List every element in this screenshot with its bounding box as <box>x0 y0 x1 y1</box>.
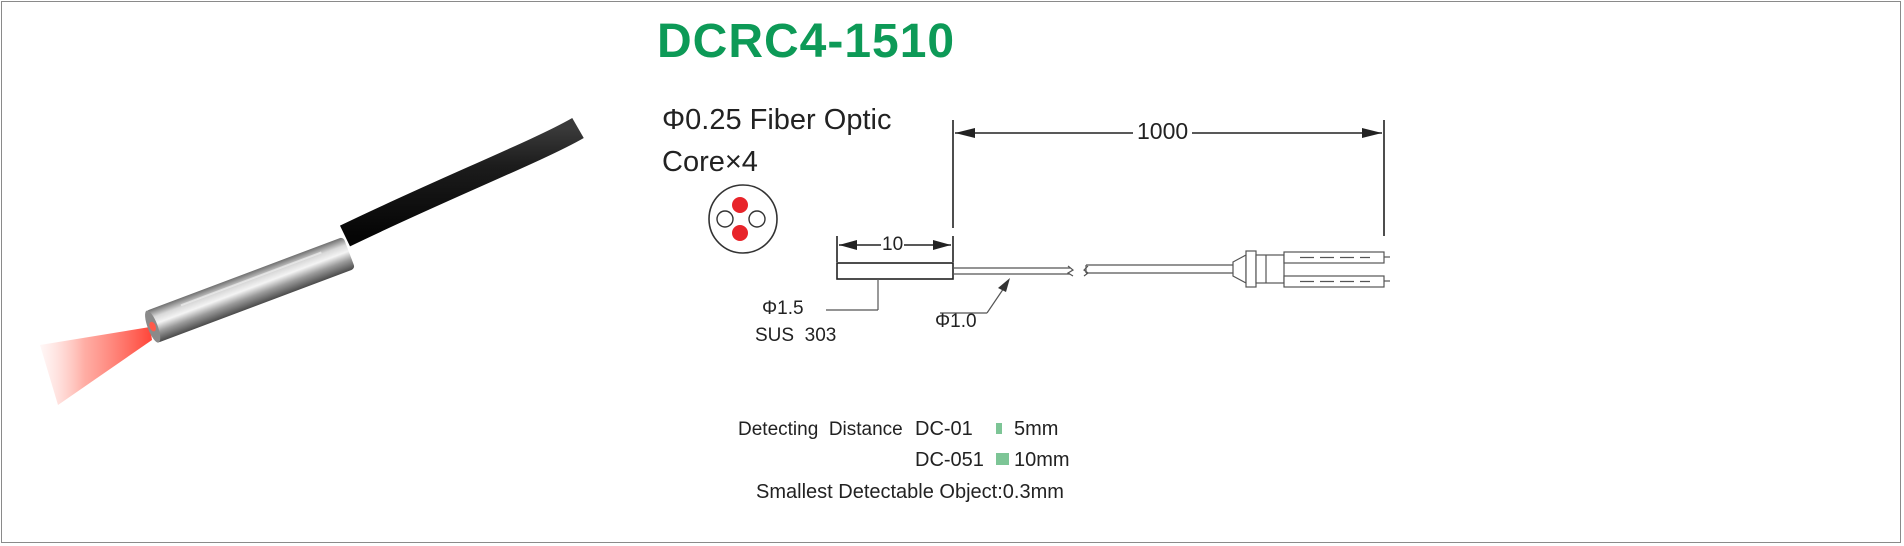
fiber-cable <box>953 264 1233 277</box>
model-title: DCRC4-1510 <box>657 15 956 68</box>
fiber-core-count: Core×4 <box>662 146 758 178</box>
core-cross-section-icon <box>708 184 778 254</box>
tip-length-label: 10 <box>881 234 905 256</box>
smallest-object-spec: Smallest Detectable Object:0.3mm <box>756 481 1064 503</box>
leader-lines <box>826 278 1010 314</box>
light-beam <box>40 327 152 405</box>
detecting-distance-label: Detecting Distance <box>738 419 903 440</box>
tip-material-label: SUS 303 <box>755 325 837 346</box>
length-label: 1000 <box>1133 118 1193 145</box>
connector <box>1232 250 1390 288</box>
spec-model-dc01: DC-01 <box>915 418 973 440</box>
black-cable <box>339 118 584 247</box>
product-photo <box>40 118 584 405</box>
probe-tip <box>836 262 954 280</box>
cable-diameter-label: Φ1.0 <box>935 311 977 332</box>
tip-diameter-label: Φ1.5 <box>762 298 804 319</box>
swatch-large <box>996 453 1009 465</box>
spec-distance-dc01: 5mm <box>1014 418 1059 440</box>
spec-model-dc051: DC-051 <box>915 449 984 471</box>
spec-distance-dc051: 10mm <box>1014 449 1070 471</box>
swatch-small <box>996 423 1002 434</box>
fiber-core-description: Φ0.25 Fiber Optic <box>662 104 892 136</box>
steel-probe <box>145 237 355 343</box>
